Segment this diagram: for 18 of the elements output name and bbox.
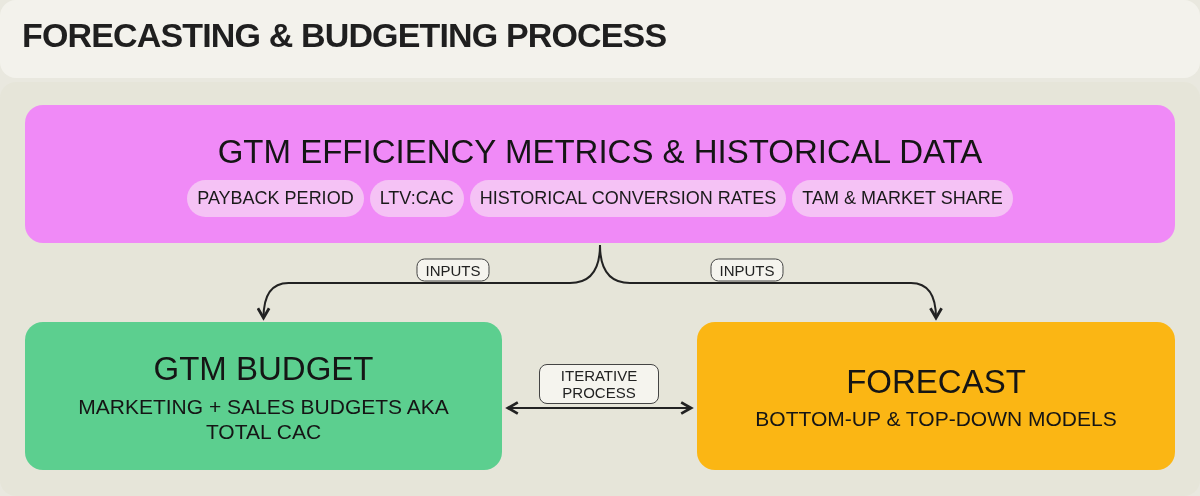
metric-pill: PAYBACK PERIOD bbox=[187, 180, 364, 218]
arrow bbox=[506, 401, 693, 415]
diagram-title: FORECASTING & BUDGETING PROCESS bbox=[22, 18, 667, 52]
process-box bbox=[697, 322, 1175, 470]
metric-pill: HISTORICAL CONVERSION RATES bbox=[469, 180, 787, 218]
box-heading: GTM EFFICIENCY METRICS & HISTORICAL DATA bbox=[217, 131, 983, 172]
edge-label: INPUTS bbox=[416, 258, 490, 282]
box-description: BOTTOM-UP & TOP-DOWN MODELS bbox=[755, 406, 1117, 432]
edge-label: ITERATIVE PROCESS bbox=[539, 364, 659, 404]
process-box bbox=[25, 322, 502, 470]
edge-label: INPUTS bbox=[710, 258, 784, 282]
process-box bbox=[25, 105, 1175, 243]
box-heading: GTM BUDGET bbox=[153, 349, 374, 390]
metric-pill: LTV:CAC bbox=[369, 180, 464, 218]
box-heading: FORECAST bbox=[846, 361, 1026, 402]
metric-pill: TAM & MARKET SHARE bbox=[792, 180, 1013, 218]
arrow bbox=[599, 244, 943, 320]
box-description: MARKETING + SALES BUDGETS AKA TOTAL CAC bbox=[77, 393, 450, 444]
